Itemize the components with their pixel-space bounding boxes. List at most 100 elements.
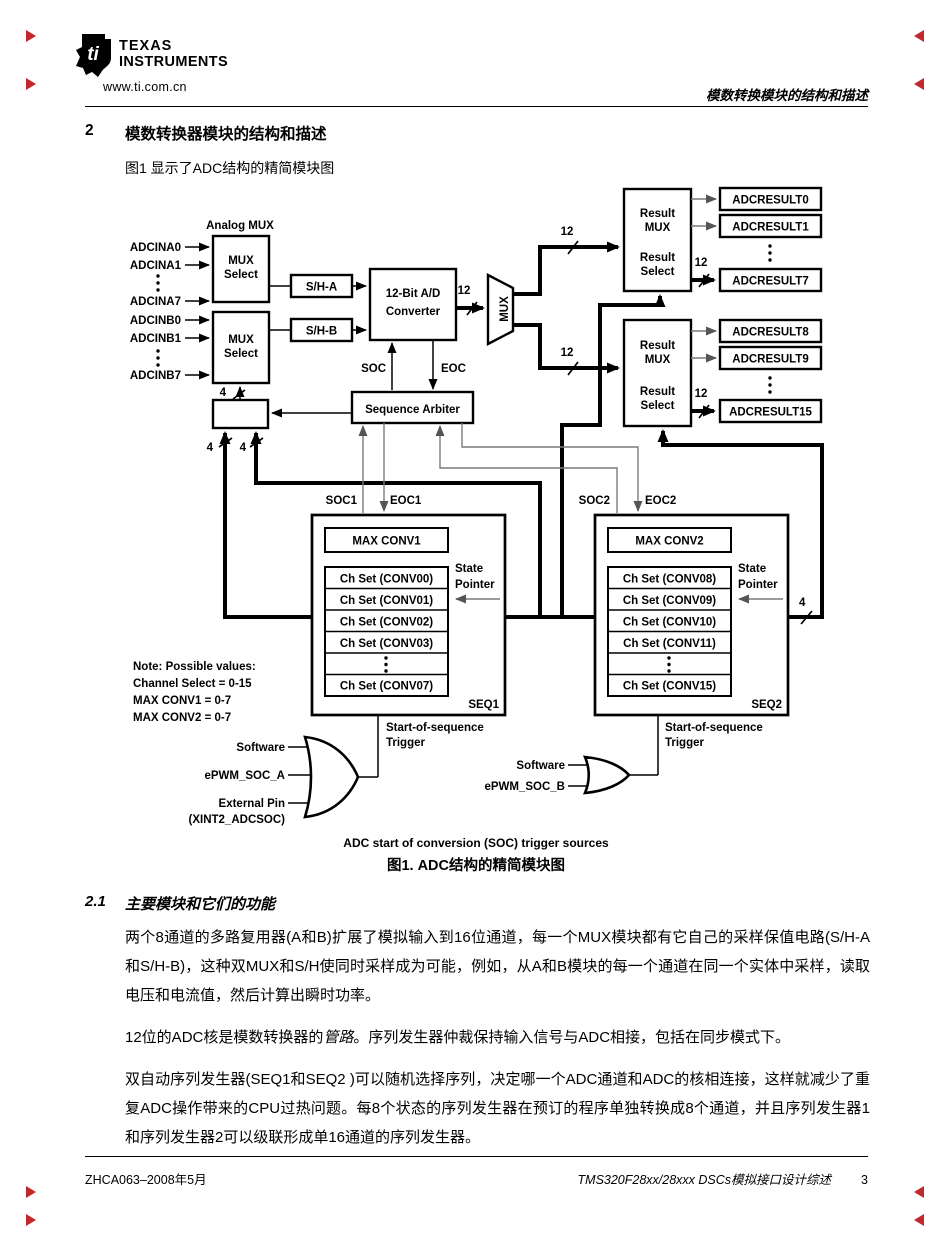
- result-path-mux: [486, 273, 515, 346]
- mux-select-a-box: [211, 234, 271, 304]
- paragraph-3: 双自动序列发生器(SEQ1和SEQ2 )可以随机选择序列，决定哪一个ADC通道和…: [125, 1071, 870, 1146]
- adc-block-diagram: 4 4 4 Analog MUX ADCINA0 ADCINA1 ADCINA7…: [130, 186, 824, 874]
- eoc2-label: EOC2: [645, 495, 676, 507]
- sample-hold-b-label: S/H-B: [306, 326, 337, 338]
- bus-width-label: 4: [240, 442, 247, 454]
- adcresult-box: [718, 213, 823, 239]
- bus-width-label: 12: [695, 257, 708, 269]
- crop-mark: [914, 30, 924, 42]
- seq2-row: Ch Set (CONV08): [623, 574, 716, 586]
- seq1-row: Ch Set (CONV00): [340, 574, 433, 586]
- note-line: Note: Possible values:: [133, 661, 256, 673]
- seq1-label: SEQ1: [468, 699, 499, 711]
- result-path-mux-label: MUX: [499, 296, 511, 322]
- crop-mark: [26, 30, 36, 42]
- bus-width-label: 12: [695, 388, 708, 400]
- ti-logo: ti TEXAS INSTRUMENTS: [76, 34, 228, 77]
- eoc2-wire: [461, 423, 643, 512]
- bus-slash: [800, 610, 813, 625]
- result-select1-bus: [505, 294, 666, 619]
- bus-slash: [232, 389, 246, 400]
- adcresult-box: [718, 345, 823, 371]
- bus-slash: [567, 240, 579, 255]
- input-label: ADCINB0: [130, 315, 181, 327]
- adc-converter-label: Converter: [386, 306, 441, 318]
- sos-trigger-label: Trigger: [386, 737, 426, 749]
- bus-slash: [249, 437, 264, 448]
- seq2-label: SEQ2: [751, 699, 782, 711]
- state-pointer-label: Pointer: [738, 579, 778, 591]
- bus-slash: [466, 301, 478, 316]
- state-pointer-label: Pointer: [455, 579, 495, 591]
- mux-select-b-box: [211, 310, 271, 385]
- paragraph-2: 12位的ADC核是模数转换器的管路。序列发生器仲裁保持输入信号与ADC相接，包括…: [125, 1023, 870, 1052]
- bus-width-label: 4: [220, 387, 227, 399]
- mux-select-b-label: MUX: [228, 334, 254, 346]
- crop-mark: [26, 78, 36, 90]
- bus-slash: [698, 273, 710, 288]
- result-select2-bus: [657, 429, 824, 619]
- sequence-arbiter-box: [350, 390, 475, 425]
- section-title: 模数转换器模块的结构和描述: [125, 126, 327, 143]
- section-number: 2: [85, 122, 94, 139]
- result-mux2-box: [622, 318, 693, 428]
- crop-mark: [914, 78, 924, 90]
- page-number: 3: [861, 1173, 868, 1187]
- sequence-arbiter-label: Sequence Arbiter: [365, 404, 460, 416]
- paragraph-2-emphasis: 管路: [323, 1029, 354, 1046]
- bus-width-label: 4: [799, 597, 806, 609]
- adcresult-box: [718, 267, 823, 293]
- result-mux2-label: Result: [640, 386, 675, 398]
- subsection-title: 主要模块和它们的功能: [125, 896, 276, 913]
- max-conv1-box: [324, 527, 449, 553]
- soc2-wire: [435, 425, 618, 513]
- adcresult-label: ADCRESULT8: [732, 327, 809, 339]
- note-line: MAX CONV2 = 0-7: [133, 712, 231, 724]
- crop-mark: [914, 1214, 924, 1226]
- result-mux1-label: Select: [641, 266, 675, 278]
- seq2-row: Ch Set (CONV10): [623, 617, 716, 629]
- figure-caption: ADC start of conversion (SOC) trigger so…: [343, 836, 609, 850]
- bus-slash: [698, 404, 710, 419]
- mux-select-a-label: MUX: [228, 255, 254, 267]
- sos-trigger-label: Start-of-sequence: [665, 722, 763, 734]
- adc-converter-box: [368, 267, 458, 342]
- adc-converter-label: 12-Bit A/D: [386, 288, 441, 300]
- doc-number: ZHCA063–2008年5月: [85, 1173, 207, 1187]
- running-header-title: 模数转换模块的结构和描述: [706, 88, 868, 103]
- mux-select-a-label: Select: [224, 269, 258, 281]
- bus-width-label: 12: [561, 226, 574, 238]
- subsection-heading: 2.1 主要模块和它们的功能: [85, 893, 275, 914]
- result-mux1-label: Result: [640, 252, 675, 264]
- paragraph-2-text: 。序列发生器仲裁保持输入信号与ADC相接，包括在同步模式下。: [353, 1029, 791, 1046]
- result-mux2-label: MUX: [645, 354, 671, 366]
- state-pointer-label: State: [738, 563, 766, 575]
- website-link[interactable]: www.ti.com.cn: [103, 80, 187, 94]
- seq1-row: Ch Set (CONV03): [340, 638, 433, 650]
- input-label: ADCINB7: [130, 370, 181, 382]
- adcresult-label: ADCRESULT1: [732, 222, 809, 234]
- footer: ZHCA063–2008年5月 TMS320F28xx/28xxx DSCs模拟…: [85, 1169, 868, 1188]
- result-bus-1: [513, 241, 620, 296]
- seq1-row: Ch Set (CONV02): [340, 617, 433, 629]
- seq1-row: Ch Set (CONV01): [340, 595, 433, 607]
- eoc-label: EOC: [441, 363, 466, 375]
- input-label: ADCINA1: [130, 260, 182, 272]
- result-mux1-label: MUX: [645, 222, 671, 234]
- footer-rule: [85, 1156, 868, 1157]
- trigger-source-label: Software: [236, 742, 285, 754]
- trigger-source-label: Software: [516, 760, 565, 772]
- ti-monogram: ti: [87, 44, 99, 65]
- adcresult-label: ADCRESULT7: [732, 276, 808, 288]
- bus-width-label: 12: [458, 285, 471, 297]
- channel-select-box: [211, 398, 270, 430]
- max-conv2-box: [607, 527, 732, 553]
- sample-hold-a-label: S/H-A: [306, 282, 337, 294]
- adcresult-label: ADCRESULT0: [732, 195, 808, 207]
- header-rule: [85, 106, 868, 107]
- paragraph-2-text: 12位的ADC核是模数转换器的: [125, 1029, 324, 1046]
- input-label: ADCINA0: [130, 242, 181, 254]
- soc2-label: SOC2: [579, 495, 610, 507]
- seq2-row: Ch Set (CONV11): [623, 638, 716, 650]
